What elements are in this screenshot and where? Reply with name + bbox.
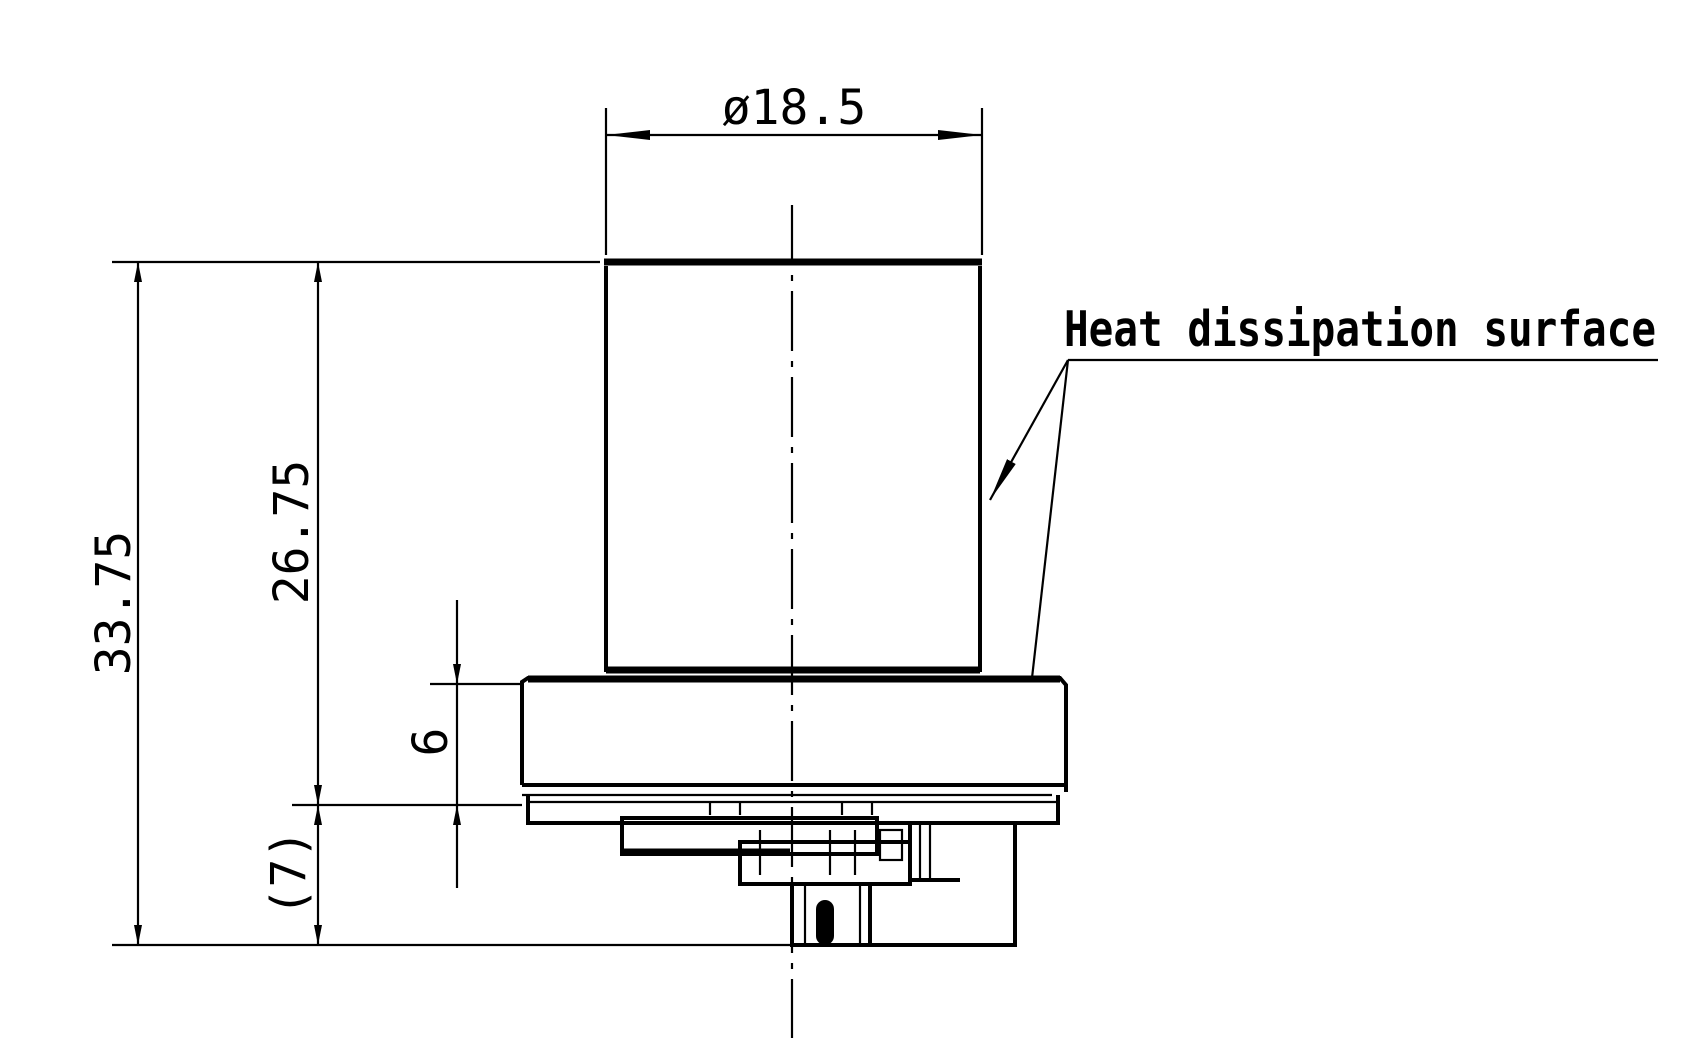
heat-dissipation-label: Heat dissipation surface [1064,301,1656,358]
connector-assembly [620,802,1017,947]
connector-height-label: (7) [261,830,317,917]
overall-height-label: 33.75 [86,531,142,676]
body-height-label: 26.75 [264,460,320,605]
flange [520,675,1068,825]
dimension-body-height: 26.75 [264,262,322,805]
dimension-connector-height: (7) [261,805,322,945]
diameter-label: ø18.5 [722,80,867,136]
dimension-diameter: ø18.5 [606,80,982,140]
heat-dissipation-callout: Heat dissipation surface [989,301,1658,679]
dimension-flange-height: 6 [403,600,461,888]
extension-lines [112,108,984,947]
flange-height-label: 6 [403,728,459,757]
dimension-overall-height: 33.75 [86,262,142,945]
cylinder-body [604,258,982,674]
